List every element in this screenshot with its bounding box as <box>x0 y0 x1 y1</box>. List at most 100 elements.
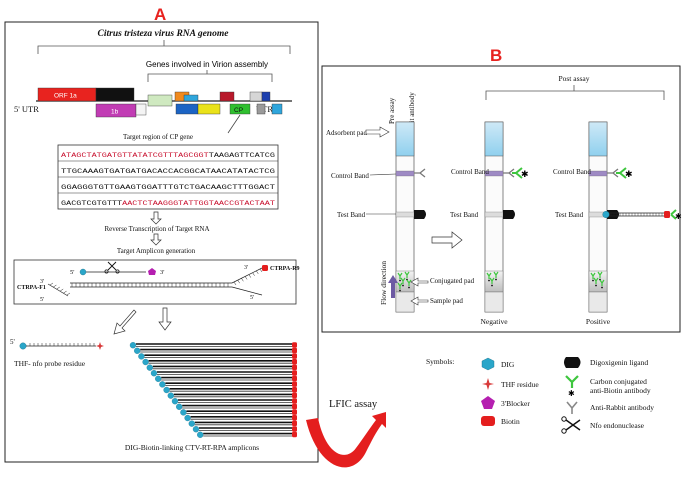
conjugated-pad-antibodies <box>397 271 605 292</box>
positive-dig-marker <box>602 210 610 218</box>
lfic-label: LFIC assay <box>329 399 378 410</box>
positive-biotin-carbon-marker: ✱ <box>675 212 682 221</box>
orf1b-label: 1b <box>111 109 119 116</box>
rpa-strand-ticks <box>49 268 263 296</box>
probe-five-prime: 5' <box>10 338 15 346</box>
panel-a-letter: A <box>154 5 166 24</box>
amplicon-dig-marker <box>197 431 204 438</box>
primer-r-label: CTRPA-R9 <box>270 266 300 272</box>
probe-residue-label: THF- nfo probe residue <box>14 359 86 368</box>
amplicon-biotin-marker <box>292 370 297 376</box>
rpa-tick <box>237 280 240 284</box>
control-anti-rabbit-icon <box>414 168 426 178</box>
legend-carbon-antibody-icon <box>565 375 579 388</box>
pad-carbon-dot <box>399 289 401 292</box>
legend-nfo-label: Nfo endonuclease <box>590 421 645 430</box>
rpa-tick <box>252 272 255 276</box>
segment-gray <box>256 103 266 115</box>
pre-to-post-arrow <box>431 231 463 249</box>
negative-test-band-label: Test Band <box>450 211 479 219</box>
utr3-label: UTR 3' <box>256 104 281 114</box>
pad-carbon-dot <box>488 279 490 282</box>
rpa-five-prime-top: 5' <box>70 269 74 276</box>
sequence-line-1-black: TAAGAGTTCATCG <box>209 152 275 159</box>
strip-positive <box>588 121 608 313</box>
positive-carbon-marker: ✱ <box>625 169 633 179</box>
rpa-tick <box>248 274 252 278</box>
virion-genes-label: Genes involved in Virion assembly <box>146 60 268 69</box>
legend-carbon-marker: ✱ <box>568 389 575 398</box>
test-digoxigenin-icon <box>414 210 426 219</box>
pad-antibody <box>489 277 495 284</box>
amplicon-biotin-marker <box>292 403 297 410</box>
control-band-label: Control Band <box>331 172 369 180</box>
segment-end-cyan <box>271 103 283 115</box>
rpa-blocker-marker <box>148 268 156 275</box>
rpa-tick <box>49 282 54 286</box>
branch-arrow-right <box>158 307 172 331</box>
conjugated-pad-arrow <box>410 277 429 287</box>
rpa-three-prime-left: 3' <box>40 279 44 285</box>
legend-biotin-label: Biotin <box>501 417 520 426</box>
genome-bracket <box>37 40 291 54</box>
amplicon-biotin-marker <box>292 409 297 415</box>
segment-light-green <box>147 94 173 107</box>
pad-carbon-dot <box>495 278 497 281</box>
down-arrow-2 <box>150 233 162 246</box>
sequence-line-1-red: ATAGCTATGATGTTATATCGTTTAGCGGT <box>61 152 209 159</box>
legend-biotin-icon <box>481 416 495 426</box>
probe-dig-marker <box>19 342 27 350</box>
legend-carbon-antibody-label-2: anti-Biotin antibody <box>590 386 651 395</box>
sequence-line-3: GGAGGGTGTTGAAGTGGATTTGTCTGACAAGCTTTGGACT <box>61 184 275 191</box>
branch-arrow-left <box>113 309 137 335</box>
pad-antibody <box>400 277 406 284</box>
rpa-tick <box>56 286 60 290</box>
legend-dig-icon <box>481 357 495 371</box>
legend-nfo-scissors-icon <box>565 419 581 431</box>
amplicons-label: DIG-Biotin-linking CTV-RT-RPA amplicons <box>125 443 259 452</box>
pad-antibody <box>486 272 492 279</box>
flow-direction-arrow <box>388 275 398 298</box>
utr5-label: 5' UTR <box>14 104 39 114</box>
segment-blue <box>175 103 199 115</box>
panel-a-frame <box>4 21 319 463</box>
segment-cyan <box>183 94 199 102</box>
legend-nfo-ring-2 <box>561 416 567 422</box>
rpa-box <box>13 259 297 305</box>
amplicon-biotin-marker <box>292 426 297 432</box>
adsorbent-pad <box>395 121 415 157</box>
amplicon-biotin-marker <box>292 420 297 427</box>
rpa-biotin-marker <box>262 265 268 271</box>
virion-genes-bracket <box>147 70 273 82</box>
legend-thf-label: THF residue <box>501 380 539 389</box>
target-region-label: Target region of CP gene <box>123 133 193 141</box>
amplicon-dig-marker <box>159 381 166 388</box>
pad-antibody <box>590 272 596 279</box>
rpa-tick <box>244 276 248 280</box>
positive-control-band-text: Control Band <box>553 168 591 176</box>
rpa-tick <box>256 270 259 274</box>
segment-light-gray <box>249 91 263 102</box>
rpa-tick <box>241 278 244 282</box>
positive-biotin-antibody-icon <box>670 209 677 220</box>
amplicon-dig-marker <box>163 386 170 394</box>
post-assay-bracket <box>485 85 665 100</box>
rpa-tick <box>63 290 67 294</box>
probe-strand-ticks <box>29 343 95 346</box>
amplicon-dig-marker <box>150 370 158 377</box>
amplicon-stack <box>129 342 297 438</box>
legend-anti-rabbit-label: Anti-Rabbit antibody <box>590 403 654 412</box>
control-band <box>395 170 415 177</box>
amplicon-dig-marker <box>192 426 200 433</box>
probe-thf-marker <box>96 342 104 350</box>
amplicon-biotin-marker <box>292 342 297 348</box>
amplicon-biotin-marker <box>292 364 297 371</box>
pad-antibody <box>404 271 410 278</box>
amplicon-dig-marker <box>155 375 162 382</box>
pre-assay-label: Pre assay <box>388 97 396 124</box>
negative-test-digoxigenin-icon <box>503 210 515 219</box>
amplicon-dig-marker <box>167 392 174 399</box>
orf1a-label: ORF 1a <box>54 93 77 100</box>
